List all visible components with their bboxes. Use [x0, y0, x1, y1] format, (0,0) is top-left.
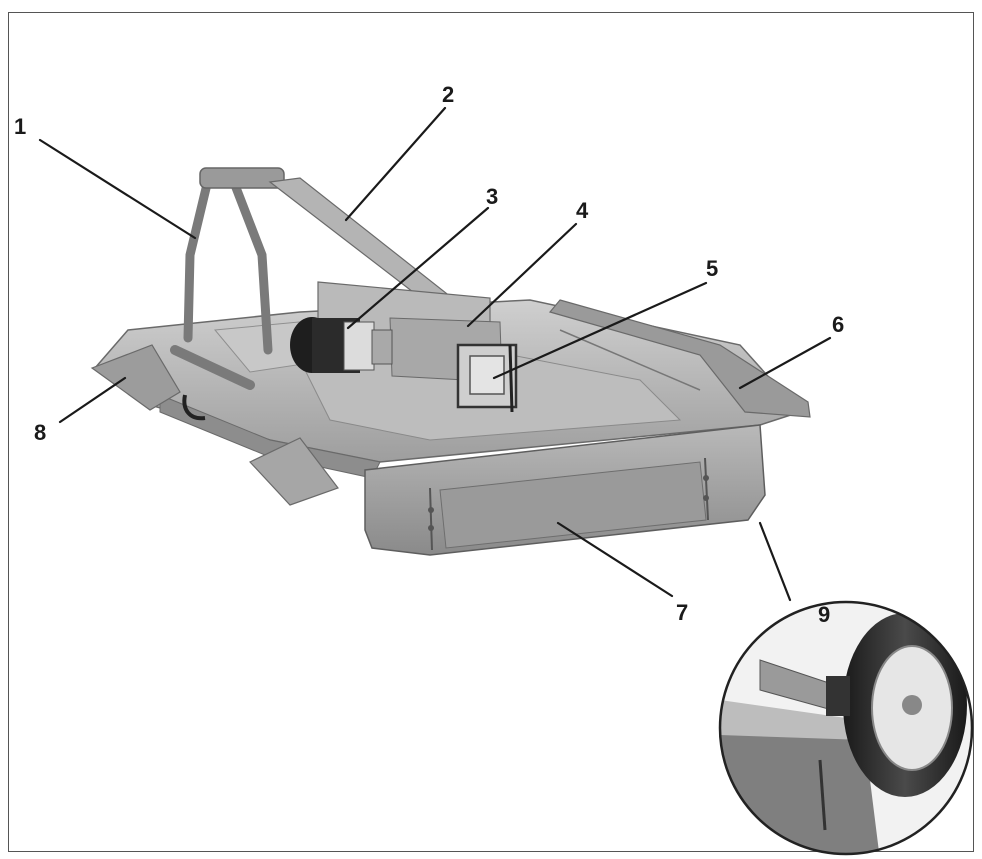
callout-2: 2 [442, 82, 454, 107]
callout-8: 8 [34, 420, 46, 445]
leader-5 [492, 281, 708, 380]
callout-6: 6 [832, 312, 844, 337]
front-bracket-right [704, 457, 709, 521]
side-skid-left [90, 344, 181, 411]
callout-4: 4 [576, 198, 589, 223]
callout-7: 7 [676, 600, 688, 625]
front-bracket-left [429, 487, 433, 551]
callout-5: 5 [706, 256, 718, 281]
leader-7 [556, 521, 674, 598]
side-skid-right [548, 299, 811, 418]
leader-3 [346, 206, 490, 330]
hose [182, 394, 206, 421]
leader-2 [344, 106, 447, 222]
front-guard-face [439, 461, 707, 549]
bolt [428, 525, 434, 531]
callout-9: 9 [818, 602, 830, 627]
leader-1 [38, 138, 197, 240]
bolt [703, 475, 709, 481]
wheel-detail-inset [718, 600, 974, 856]
hydraulic-motor [290, 317, 393, 373]
hitch-a-frame [170, 167, 285, 390]
rail-edge [559, 329, 701, 391]
bolt [428, 507, 434, 513]
leader-6 [738, 336, 832, 390]
leader-8 [58, 376, 127, 424]
callout-3: 3 [486, 184, 498, 209]
callout-1: 1 [14, 114, 26, 139]
callout-labels: 1 2 3 4 5 6 7 8 9 [14, 82, 844, 627]
leader-9 [758, 521, 792, 602]
driveshaft-guard [456, 343, 518, 413]
skid-plate-rear [249, 437, 339, 506]
leader-lines [38, 106, 832, 602]
leader-4 [466, 222, 578, 328]
mower-body [90, 299, 811, 556]
bolt [703, 495, 709, 501]
